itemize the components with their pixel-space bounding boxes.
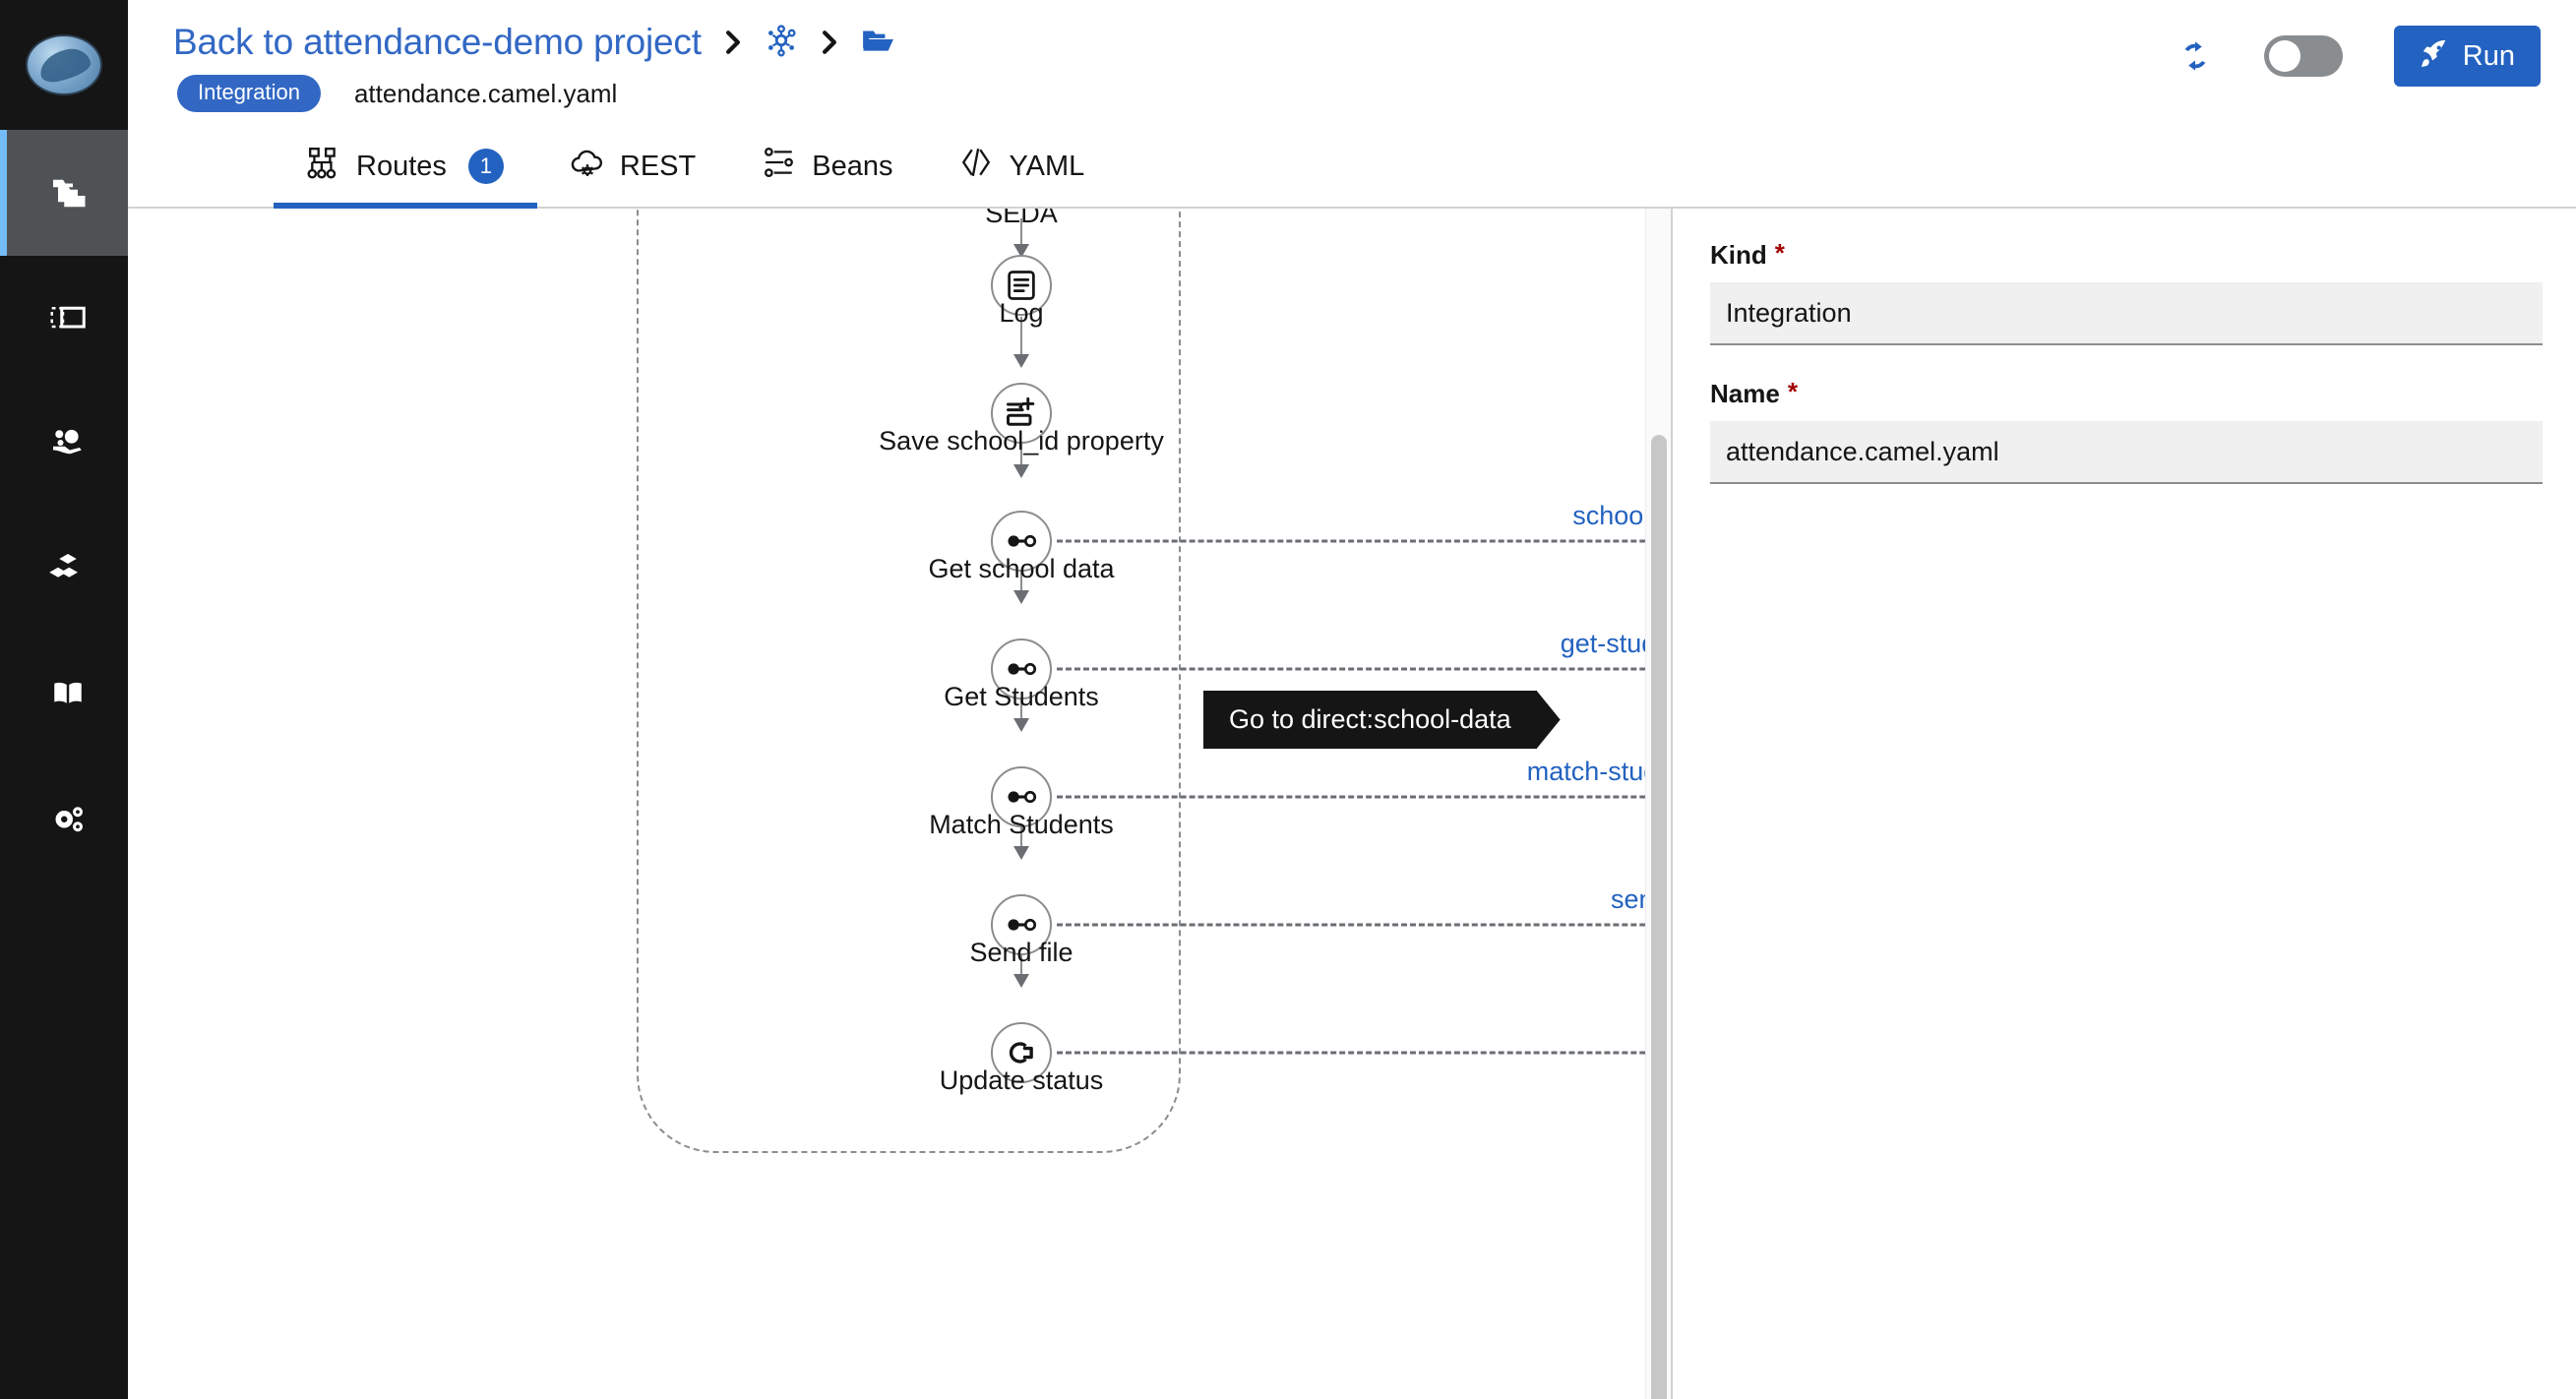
dashline-match-students <box>1057 795 1671 799</box>
field-name-label: Name <box>1710 379 1780 408</box>
tab-beans-label: Beans <box>812 150 893 182</box>
node-get-school-data-label: Get school data <box>928 554 1115 583</box>
sidebar-item-containers[interactable] <box>0 508 128 634</box>
tab-routes-label: Routes <box>356 150 447 182</box>
node-get-school-data[interactable]: Get school data <box>928 511 1115 583</box>
rocket-icon <box>2420 37 2449 75</box>
set-property-icon[interactable] <box>991 383 1052 444</box>
node-send-file-label: Send file <box>969 938 1073 967</box>
dashed-window-icon <box>48 297 88 341</box>
gears-icon <box>48 801 88 845</box>
connector-seda-log <box>1013 218 1029 258</box>
tab-rest-label: REST <box>619 150 697 182</box>
body-split: SEDA Log <box>128 209 2576 1399</box>
field-kind-label: Kind <box>1710 240 1767 270</box>
log-document-icon[interactable] <box>991 255 1052 316</box>
direct-endpoint-icon[interactable] <box>991 894 1052 955</box>
book-icon <box>48 675 88 719</box>
node-get-students[interactable]: Get Students <box>944 639 1099 711</box>
direct-endpoint-icon[interactable] <box>991 511 1052 572</box>
connector-sendfile-update <box>1013 939 1029 988</box>
main-area: Back to attendance-demo project <box>128 0 2576 1399</box>
dashline-send-file <box>1057 923 1671 927</box>
sidebar-item-knowledgebase[interactable] <box>0 634 128 760</box>
node-send-file[interactable]: Send file <box>969 894 1073 967</box>
sidebar-item-services[interactable] <box>0 382 128 508</box>
tab-yaml-label: YAML <box>1009 150 1085 182</box>
direct-endpoint-icon[interactable] <box>991 639 1052 700</box>
page-header: Back to attendance-demo project <box>128 0 2576 130</box>
node-log[interactable]: Log <box>991 255 1052 328</box>
connector-getschool-getstudents <box>1013 555 1029 604</box>
app-logo[interactable] <box>0 0 128 130</box>
node-update-status-label: Update status <box>939 1065 1104 1095</box>
direct-endpoint-icon[interactable] <box>991 766 1052 827</box>
node-match-students[interactable]: Match Students <box>929 766 1114 839</box>
route-canvas[interactable]: SEDA Log <box>128 209 1673 1399</box>
karavan-logo-icon <box>26 34 102 95</box>
refresh-sync-icon[interactable] <box>2177 38 2213 74</box>
breadcrumb-back-link[interactable]: Back to attendance-demo project <box>173 22 702 62</box>
required-asterisk-2: * <box>1787 377 1798 406</box>
node-get-students-label: Get Students <box>944 682 1099 711</box>
toggle-knob <box>2268 40 2300 72</box>
properties-panel: Kind * Name * <box>1673 209 2576 1399</box>
route-container-outline <box>637 209 1181 1153</box>
dashline-get-students <box>1057 667 1671 671</box>
run-button[interactable]: Run <box>2393 26 2541 87</box>
node-save-property[interactable]: Save school_id property <box>879 383 1164 456</box>
breadcrumb: Back to attendance-demo project <box>173 16 894 69</box>
tab-routes[interactable]: Routes 1 <box>274 130 537 209</box>
canvas-scrollbar[interactable] <box>1645 209 1671 1399</box>
header-subrow: Integration attendance.camel.yaml <box>173 75 894 112</box>
field-name-label-row: Name * <box>1710 379 2543 409</box>
header-left: Back to attendance-demo project <box>173 0 894 112</box>
field-kind-label-row: Kind * <box>1710 240 2543 271</box>
tooltip-go-to-direct: Go to direct:school-data <box>1203 691 1537 749</box>
gears-hand-icon <box>48 423 88 467</box>
scrollbar-thumb[interactable] <box>1651 435 1667 1399</box>
file-name-label: attendance.camel.yaml <box>353 78 618 108</box>
dashline-update-status <box>1057 1051 1671 1055</box>
node-save-property-label: Save school_id property <box>879 426 1164 456</box>
beans-sliders-icon <box>763 146 796 187</box>
kind-badge: Integration <box>177 75 321 112</box>
pull-toggle[interactable] <box>2263 35 2343 77</box>
connector-save-getschool <box>1013 427 1029 478</box>
folder-open-icon[interactable] <box>861 24 894 62</box>
run-button-label: Run <box>2462 39 2515 72</box>
left-sidebar <box>0 0 128 1399</box>
sidebar-item-templates[interactable] <box>0 256 128 382</box>
tab-yaml[interactable]: YAML <box>926 130 1118 209</box>
routes-tree-icon <box>307 146 340 187</box>
tab-bar: Routes 1 REST Beans YAML <box>128 130 2576 209</box>
camel-integration-icon[interactable] <box>765 24 798 62</box>
connector-log-save <box>1013 317 1029 368</box>
kind-input[interactable] <box>1710 282 2543 345</box>
field-name: Name * <box>1710 379 2543 484</box>
connector-getstudents-match <box>1013 683 1029 732</box>
sidebar-item-projects[interactable] <box>0 130 128 256</box>
header-actions: Run <box>2177 0 2541 87</box>
node-update-status[interactable]: Update status <box>940 1022 1103 1095</box>
tab-routes-badge: 1 <box>467 149 504 184</box>
folders-icon <box>48 171 88 215</box>
cubes-icon <box>48 549 88 593</box>
canvas-inner: SEDA Log <box>128 209 1671 1399</box>
node-log-label: Log <box>999 298 1044 328</box>
plug-connector-icon[interactable] <box>991 1022 1052 1083</box>
rest-cloud-icon <box>571 146 604 187</box>
connector-match-sendfile <box>1013 811 1029 860</box>
tab-rest[interactable]: REST <box>537 130 729 209</box>
tab-beans[interactable]: Beans <box>729 130 926 209</box>
node-match-students-label: Match Students <box>929 810 1114 839</box>
sidebar-item-configuration[interactable] <box>0 760 128 885</box>
field-kind: Kind * <box>1710 240 2543 345</box>
dashline-school-data <box>1057 539 1671 543</box>
code-brackets-icon <box>959 146 993 187</box>
chevron-right-icon-2 <box>820 30 839 55</box>
name-input[interactable] <box>1710 421 2543 484</box>
chevron-right-icon <box>723 30 743 55</box>
required-asterisk: * <box>1774 238 1785 268</box>
